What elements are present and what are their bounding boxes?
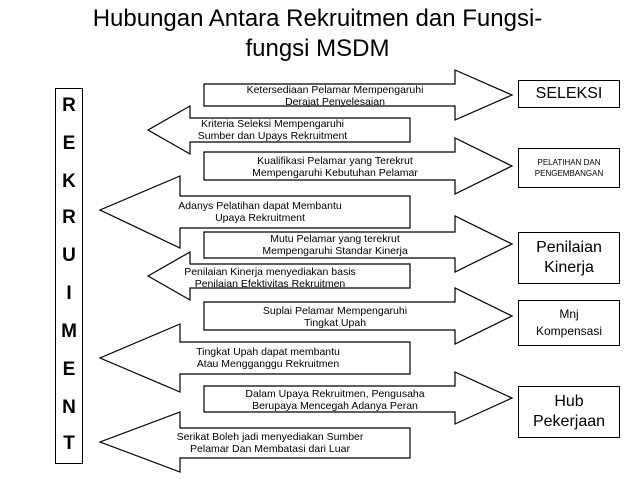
- arrow-right-3-label: Mutu Pelamar yang terekrut Mempengaruhi …: [215, 233, 455, 257]
- rekruitment-vertical-box: R E K R U I M E N T: [55, 88, 83, 464]
- arrow-left-4: [98, 323, 411, 393]
- penilaian-line-2: Kinerja: [544, 259, 594, 276]
- arrow-right-1: [203, 69, 514, 121]
- arrow-left-1-line-2: Sumber dan Upays Rekruitment: [197, 130, 348, 142]
- kompensasi-box: Mnj Kompensasi: [518, 300, 620, 346]
- letter-3: K: [62, 171, 76, 192]
- letter-5: U: [62, 245, 76, 266]
- arrow-left-2-line-2: Upaya Rekruitment: [215, 212, 305, 224]
- arrow-right-2: [203, 137, 514, 195]
- arrow-right-1-label: Ketersediaan Pelamar Mempengaruhi Deraja…: [215, 84, 455, 108]
- hub-pekerjaan-box: Hub Pekerjaan: [518, 386, 620, 438]
- arrow-left-5-label: Serikat Boleh jadi menyediakan Sumber Pe…: [150, 431, 390, 455]
- letter-4: R: [62, 207, 76, 228]
- arrow-right-1-line-2: Derajat Penyelesaian: [285, 96, 385, 108]
- arrow-right-4-label: Suplai Pelamar Mempengaruhi Tingkat Upah: [215, 305, 455, 329]
- arrow-right-3-line-2: Mempengaruhi Standar Kinerja: [262, 245, 408, 257]
- pelatihan-line-2: PENGEMBANGAN: [534, 169, 604, 178]
- pelatihan-line-1: PELATIHAN DAN: [537, 158, 601, 167]
- arrow-left-2-label: Adanys Pelatihan dapat Membantu Upaya Re…: [150, 200, 370, 224]
- arrow-right-5-line-1: Dalam Upaya Rekruitmen, Pengusaha: [245, 388, 425, 400]
- seleksi-box: SELEKSI: [518, 80, 620, 108]
- hub-line-1: Hub: [554, 393, 584, 410]
- kompensasi-line-2: Kompensasi: [535, 324, 603, 338]
- page-title: Hubungan Antara Rekruitmen dan Fungsi- f…: [30, 4, 605, 64]
- title-line-1: Hubungan Antara Rekruitmen dan Fungsi-: [92, 5, 543, 32]
- arrow-right-3-line-1: Mutu Pelamar yang terekrut: [270, 233, 400, 245]
- arrow-right-5-line-2: Berupaya Mencegah Adanya Peran: [252, 400, 418, 412]
- arrow-left-4-label: Tingkat Upah dapat membantu Atau Menggan…: [168, 346, 368, 370]
- arrow-left-5-line-2: Pelamar Dan Membatasi dari Luar: [190, 443, 350, 455]
- letter-6: I: [66, 283, 72, 304]
- penilaian-line-1: Penilaian: [536, 239, 602, 256]
- arrow-left-2-line-1: Adanys Pelatihan dapat Membantu: [178, 200, 342, 212]
- title-line-2: fungsi MSDM: [245, 35, 390, 62]
- arrow-right-5: [203, 371, 514, 425]
- letter-8: E: [62, 359, 76, 380]
- arrow-right-4: [203, 287, 514, 345]
- arrow-right-5-label: Dalam Upaya Rekruitmen, Pengusaha Berupa…: [215, 388, 455, 412]
- arrow-left-1: [146, 104, 411, 156]
- kompensasi-line-1: Mnj: [559, 307, 579, 321]
- arrow-right-1-line-1: Ketersediaan Pelamar Mempengaruhi: [246, 84, 424, 96]
- arrow-left-5-line-1: Serikat Boleh jadi menyediakan Sumber: [176, 431, 364, 443]
- pelatihan-box: PELATIHAN DAN PENGEMBANGAN: [518, 148, 620, 188]
- arrow-left-3-line-2: Penilaian Efektivitas Rekruitmen: [194, 278, 346, 290]
- arrow-left-1-label: Kriteria Seleksi Mempengaruhi Sumber dan…: [165, 118, 380, 142]
- arrow-left-1-line-1: Kriteria Seleksi Mempengaruhi: [201, 118, 344, 130]
- arrow-right-2-label: Kualifikasi Pelamar yang Terekrut Mempen…: [215, 155, 455, 179]
- arrow-right-2-line-1: Kualifikasi Pelamar yang Terekrut: [257, 155, 413, 167]
- arrow-left-3-label: Penilaian Kinerja menyediakan basis Peni…: [160, 266, 380, 290]
- arrow-left-2: [98, 175, 411, 249]
- penilaian-kinerja-box: Penilaian Kinerja: [518, 232, 620, 284]
- letter-10: T: [63, 433, 75, 454]
- letter-7: M: [61, 321, 77, 342]
- letter-2: E: [62, 133, 76, 154]
- letter-1: R: [62, 95, 76, 116]
- arrow-left-4-line-1: Tingkat Upah dapat membantu: [196, 346, 340, 358]
- arrow-right-2-line-2: Mempengaruhi Kebutuhan Pelamar: [252, 167, 418, 179]
- arrow-right-4-line-2: Tingkat Upah: [303, 317, 367, 329]
- arrow-right-4-line-1: Suplai Pelamar Mempengaruhi: [262, 305, 408, 317]
- arrow-left-3: [146, 250, 411, 302]
- hub-line-2: Pekerjaan: [532, 413, 606, 430]
- arrow-right-3: [203, 215, 514, 273]
- arrow-left-3-line-1: Penilaian Kinerja menyediakan basis: [184, 266, 356, 278]
- letter-9: N: [62, 397, 76, 418]
- arrow-left-5: [98, 411, 411, 473]
- seleksi-label: SELEKSI: [535, 85, 603, 102]
- arrow-left-4-line-2: Atau Mengganggu Rekruitmen: [196, 358, 340, 370]
